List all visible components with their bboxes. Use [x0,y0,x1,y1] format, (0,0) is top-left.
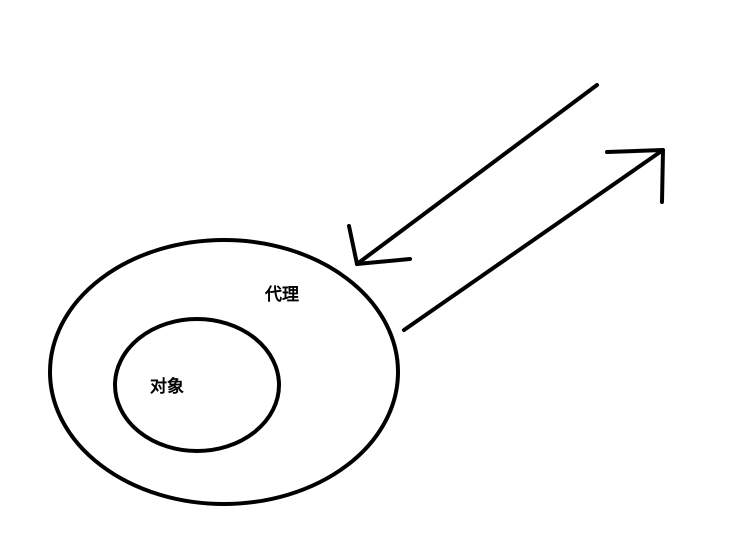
incoming-arrow-head [347,224,412,266]
outgoing-arrow-shaft [402,148,665,332]
proxy-label: 代理 [264,284,299,305]
outgoing-arrow-head [605,148,665,204]
incoming-arrow-shaft [355,83,599,266]
proxy-ellipse [48,238,400,506]
object-label: 对象 [150,376,184,397]
object-ellipse [113,317,281,453]
